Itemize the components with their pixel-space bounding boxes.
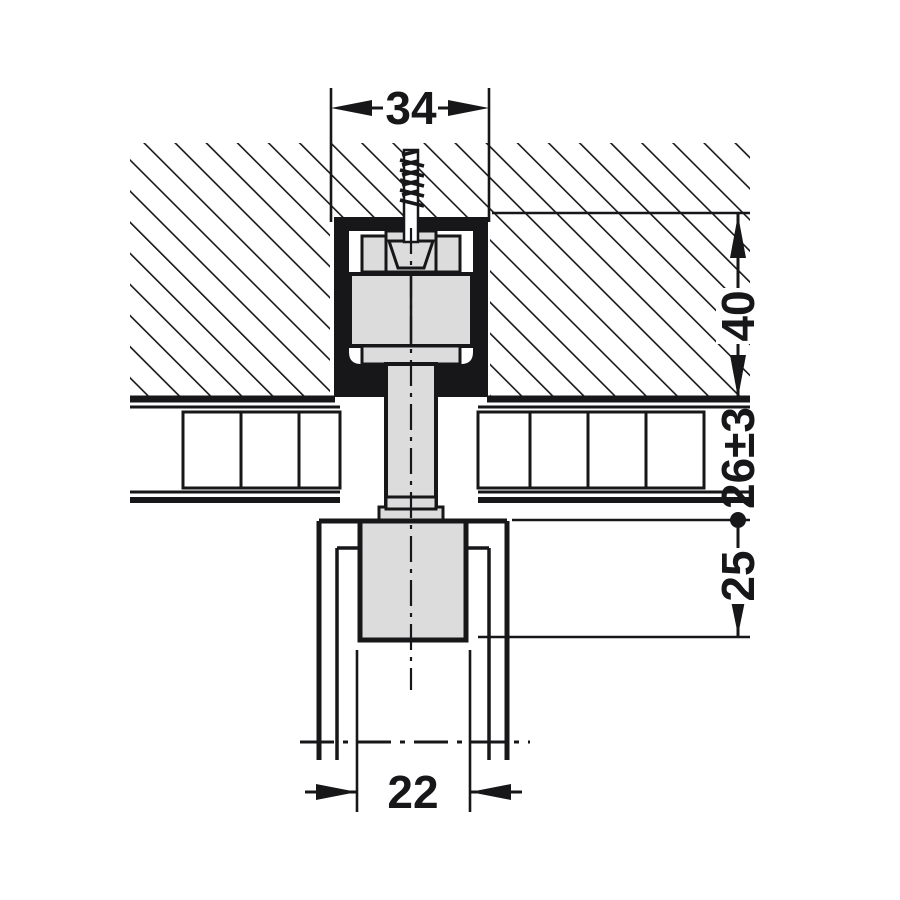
dimension-width-34: 34 — [329, 82, 491, 222]
dimension-label-34: 34 — [385, 82, 437, 134]
dimension-width-22: 22 — [305, 650, 522, 818]
panel-band — [130, 405, 750, 503]
door-top-fitting — [357, 518, 469, 643]
dimension-label-25: 25 — [712, 550, 764, 601]
door-leaf-profile — [316, 518, 510, 760]
dimension-label-26pm3: 26±3 — [712, 407, 764, 509]
dimension-height-26pm3: 26±3 — [512, 407, 764, 528]
dimension-height-40: 40 — [492, 211, 764, 402]
reference-point-dot — [730, 512, 746, 528]
dimension-height-25: 25 — [478, 528, 764, 639]
dimension-label-40: 40 — [712, 290, 764, 341]
dimension-label-22: 22 — [387, 766, 438, 818]
wall-hatching — [130, 143, 750, 398]
